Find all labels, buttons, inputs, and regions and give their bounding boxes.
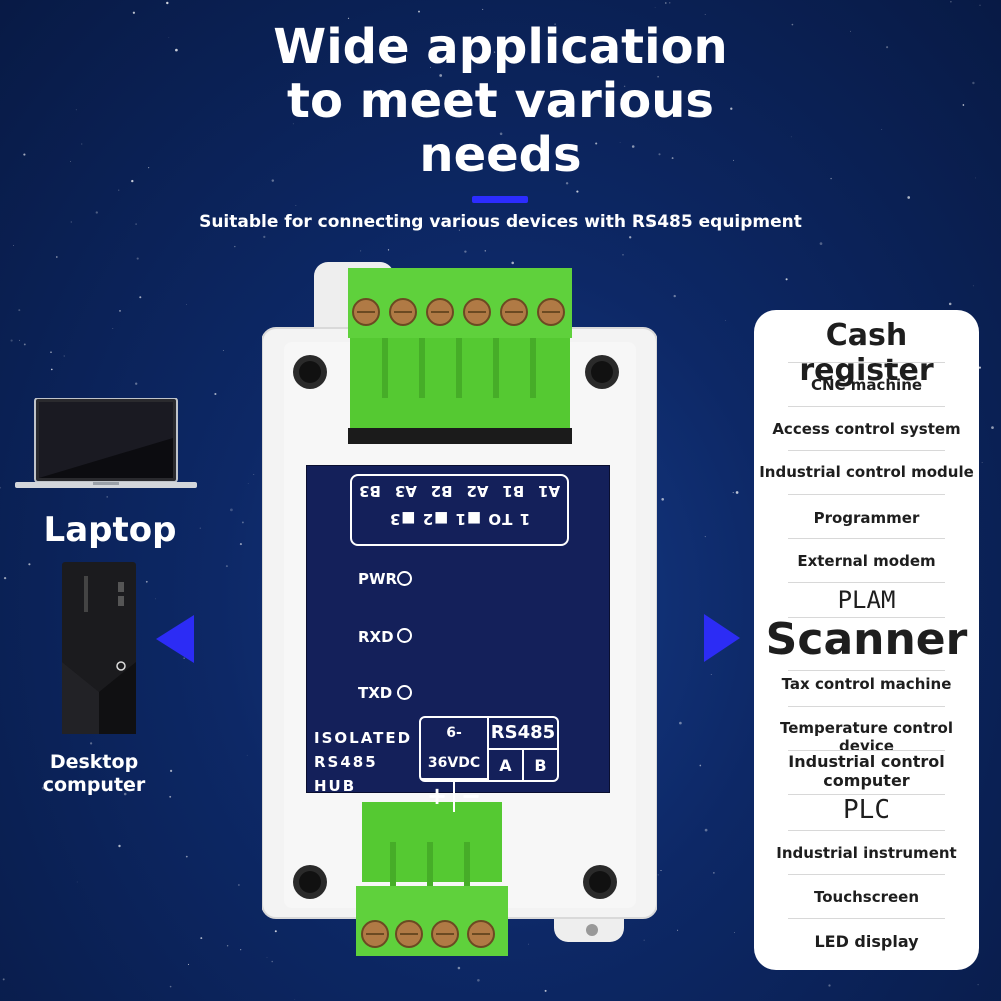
arrow-left-icon	[156, 615, 194, 663]
page-title: Wide application to meet various needs	[0, 20, 1001, 182]
list-divider	[788, 450, 945, 451]
pin-caption: 1 TO ■1 ■2 ■3	[388, 510, 531, 528]
power-terminal-label: 6-36VDC + −	[419, 716, 489, 812]
application-item: Access control system	[772, 420, 961, 438]
rs485-label: RS485	[489, 718, 557, 750]
rs485-terminal-label: RS485 A B	[489, 716, 559, 782]
application-item: Cash register	[799, 318, 934, 388]
hub-name-line-2: RS485 HUB	[314, 753, 378, 795]
title-underline	[472, 196, 528, 203]
list-divider	[788, 582, 945, 583]
pin-label-box: A1 B1 A2 B2 A3 B3 1 TO ■1 ■2 ■3	[350, 474, 569, 546]
rs485-b-label: B	[522, 750, 557, 782]
pin-label: A1	[538, 482, 561, 500]
pin-label: B2	[430, 482, 453, 500]
desktop-label: Desktop computer	[20, 751, 168, 797]
desktop-label-line-2: computer	[42, 774, 146, 796]
list-divider	[788, 362, 945, 363]
pin-label: B1	[502, 482, 525, 500]
hub-name-line-1: ISOLATED	[314, 729, 413, 747]
subtitle: Suitable for connecting various devices …	[199, 212, 802, 232]
desktop-label-line-1: Desktop	[49, 751, 139, 773]
application-item: Industrial control module	[759, 463, 974, 481]
power-voltage-label: 6-36VDC	[421, 718, 487, 780]
application-item: Touchscreen	[813, 888, 920, 906]
led-indicator-rxd	[397, 628, 412, 643]
application-item: PLAM	[837, 586, 896, 614]
desktop-tower-icon	[62, 562, 136, 734]
list-divider	[788, 406, 945, 407]
power-minus-label: −	[453, 780, 487, 812]
led-indicator-txd	[397, 685, 412, 700]
application-item: Programmer	[813, 509, 920, 527]
title-line-3: needs	[419, 127, 582, 183]
list-divider	[788, 918, 945, 919]
application-item: Scanner	[765, 614, 968, 665]
hub-name: ISOLATED RS485 HUB	[314, 726, 414, 798]
laptop-icon	[15, 398, 197, 488]
led-label-rxd: RXD	[358, 628, 394, 646]
list-divider	[788, 794, 945, 795]
list-divider	[788, 617, 945, 618]
power-plus-label: +	[426, 782, 448, 810]
rs485-a-label: A	[499, 756, 512, 775]
title-line-1: Wide application	[273, 19, 728, 75]
list-divider	[788, 494, 945, 495]
hub-label-panel	[306, 465, 610, 793]
led-label-txd: TXD	[358, 684, 393, 702]
pin-label-row: A1 B1 A2 B2 A3 B3	[352, 476, 567, 506]
list-divider	[788, 670, 945, 671]
application-list-card: Cash register CNC machine Access control…	[754, 310, 979, 970]
led-indicator-pwr	[397, 571, 412, 586]
led-label-pwr: PWR	[358, 570, 398, 588]
pin-label: B3	[359, 482, 381, 500]
application-item: Tax control machine	[781, 675, 952, 693]
list-divider	[788, 750, 945, 751]
list-divider	[788, 830, 945, 831]
arrow-right-icon	[704, 614, 740, 662]
application-item: External modem	[797, 552, 936, 570]
title-line-2: to meet various	[287, 73, 714, 129]
application-item: Industrial control computer	[788, 752, 945, 790]
laptop-label: Laptop	[43, 510, 177, 550]
list-divider	[788, 706, 945, 707]
application-item: PLC	[843, 795, 890, 825]
list-divider	[788, 874, 945, 875]
pin-label: A3	[394, 482, 417, 500]
application-item: LED display	[814, 932, 919, 951]
application-item: Industrial instrument	[776, 844, 957, 862]
pin-label: A2	[466, 482, 489, 500]
application-item: CNC machine	[810, 376, 923, 394]
list-divider	[788, 538, 945, 539]
